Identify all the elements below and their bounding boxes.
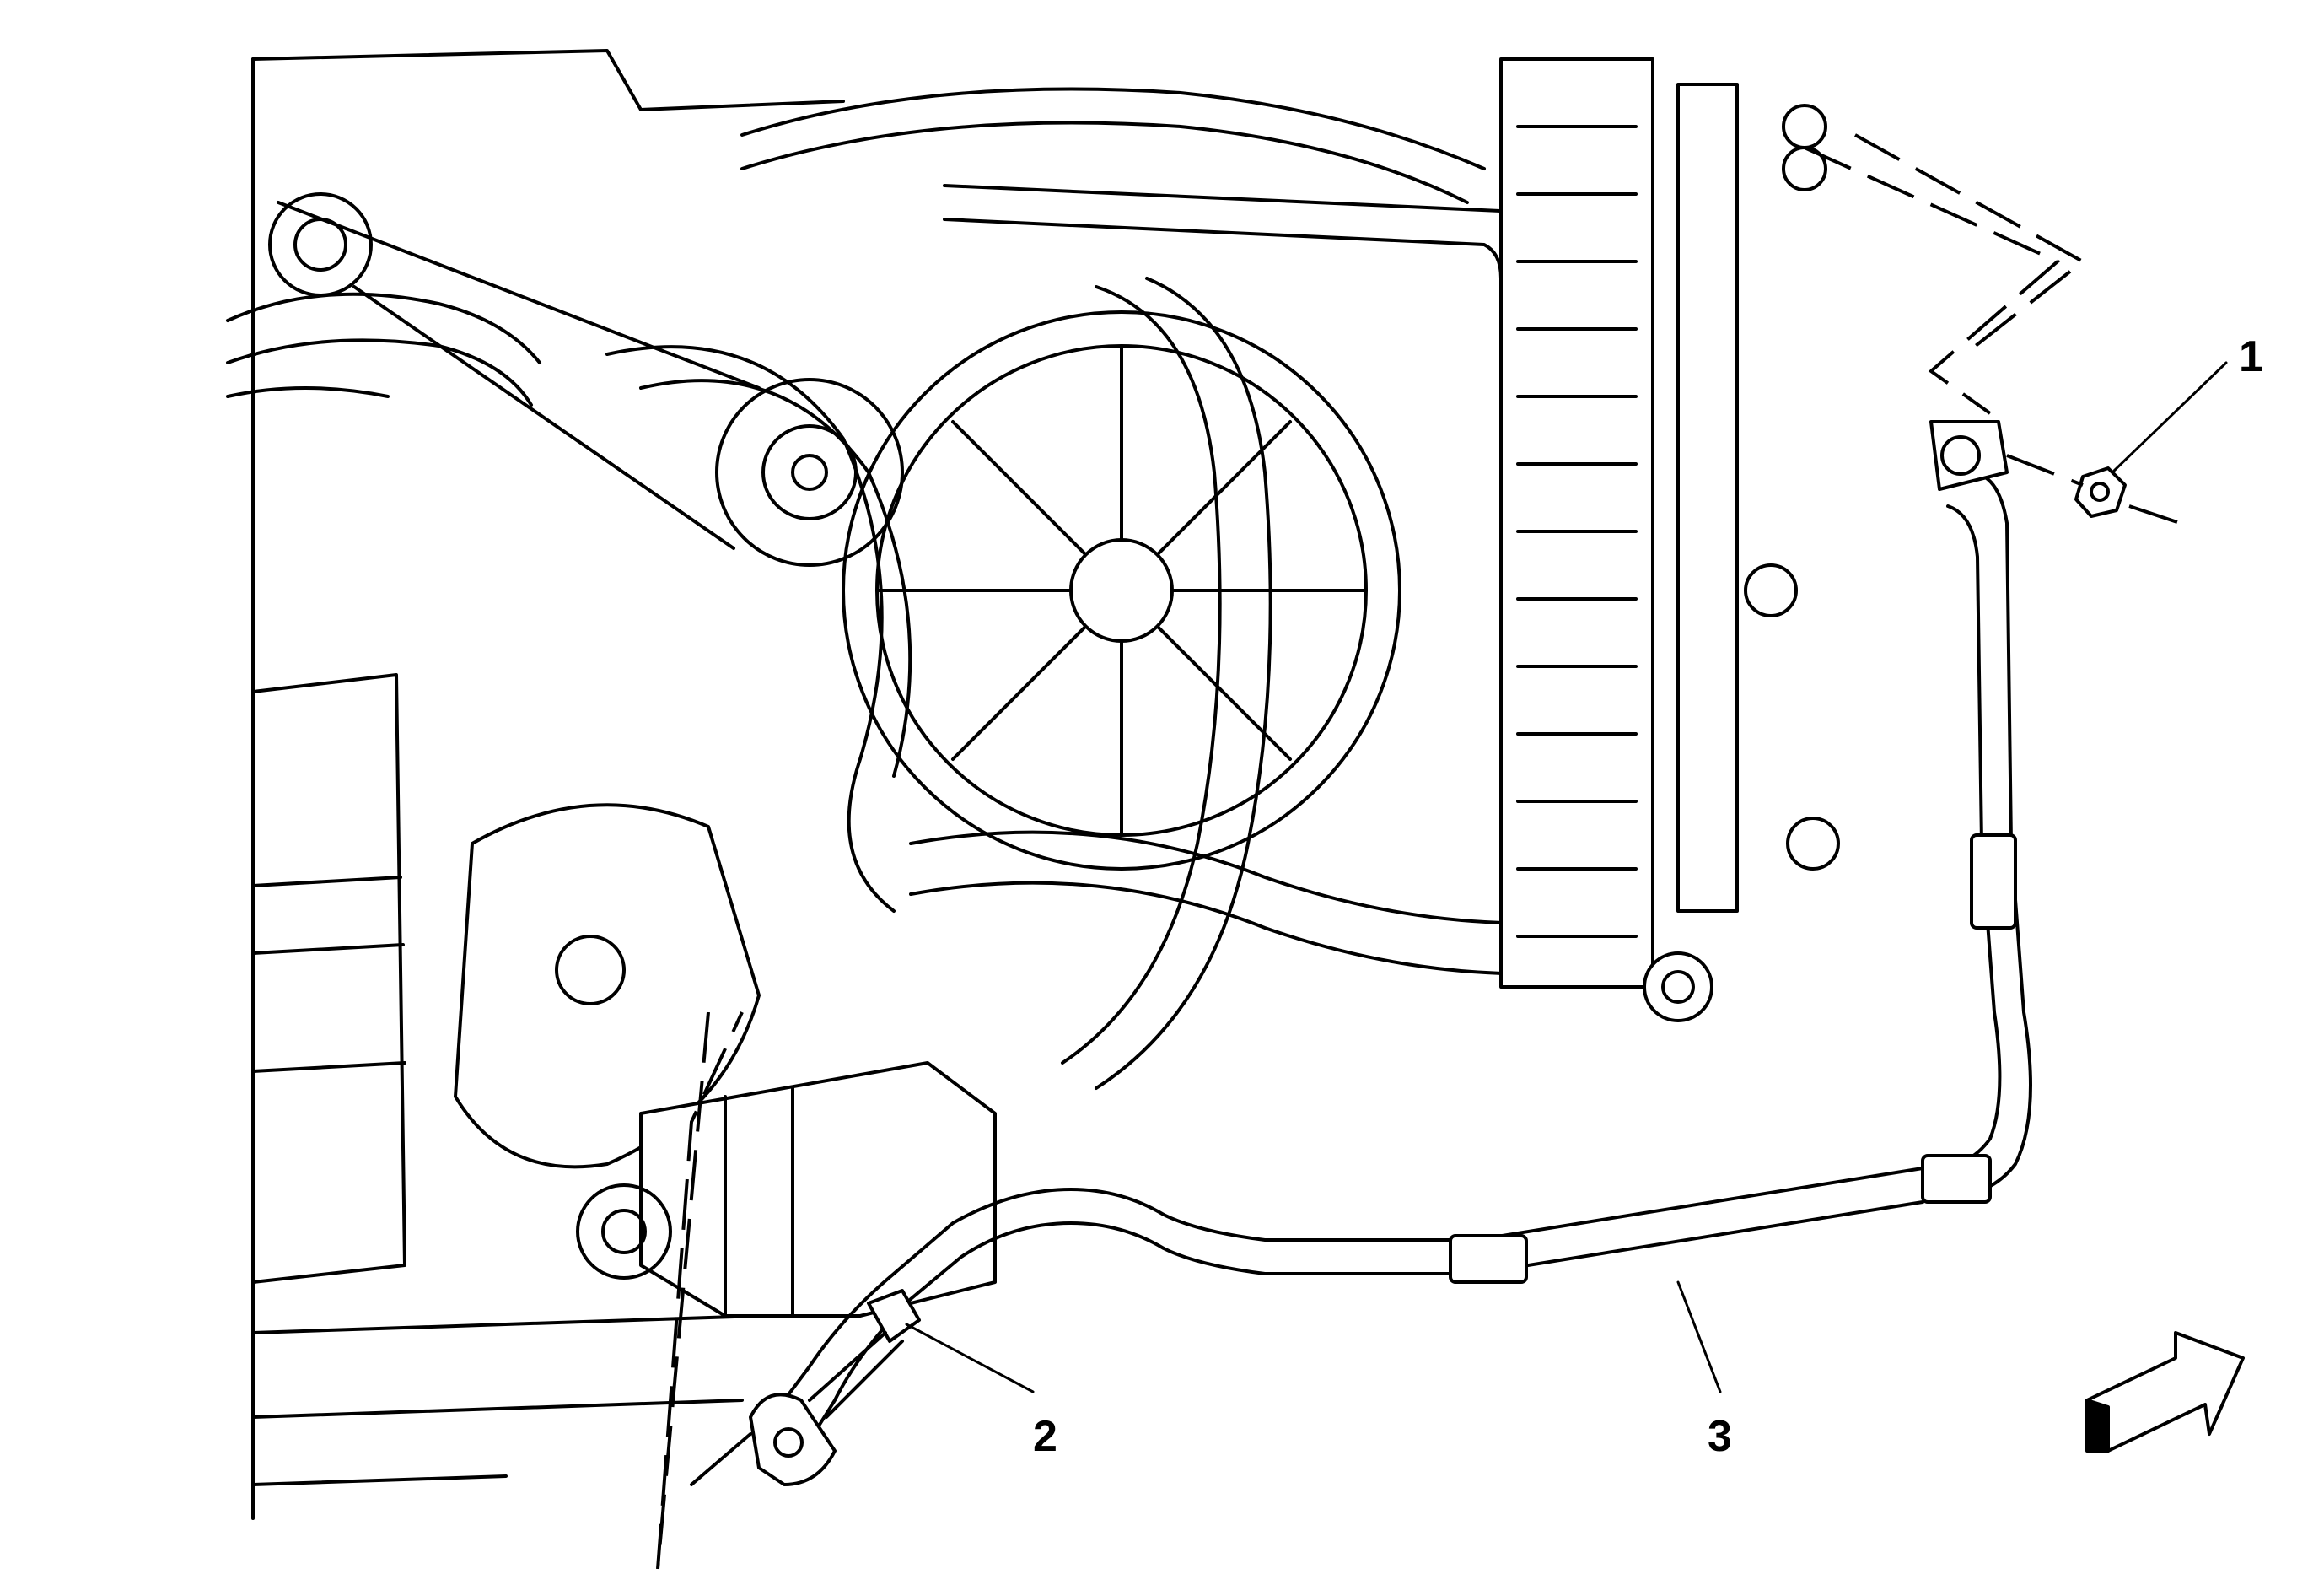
- alignment-dashed-line-upper: [1804, 146, 2061, 415]
- callout-3-label: 3: [1708, 1412, 1732, 1461]
- ac-hose-part-3: [690, 420, 2032, 1486]
- alignment-dashed-line-lower: [656, 1011, 744, 1570]
- nut-part-1: [2006, 454, 2193, 529]
- engine-assembly: [226, 49, 1840, 1520]
- callout-2-label: 2: [1033, 1412, 1057, 1461]
- bolt-part-2: [808, 1289, 921, 1419]
- front-direction-arrow-icon: [2085, 1331, 2245, 1453]
- callout-3-leader: [1676, 1280, 1722, 1393]
- callout-1-label: 1: [2239, 332, 2263, 381]
- callout-1-leader: [2111, 361, 2228, 474]
- callout-2-leader: [905, 1323, 1035, 1393]
- alignment-dashed-line-upper-2: [1854, 133, 2086, 356]
